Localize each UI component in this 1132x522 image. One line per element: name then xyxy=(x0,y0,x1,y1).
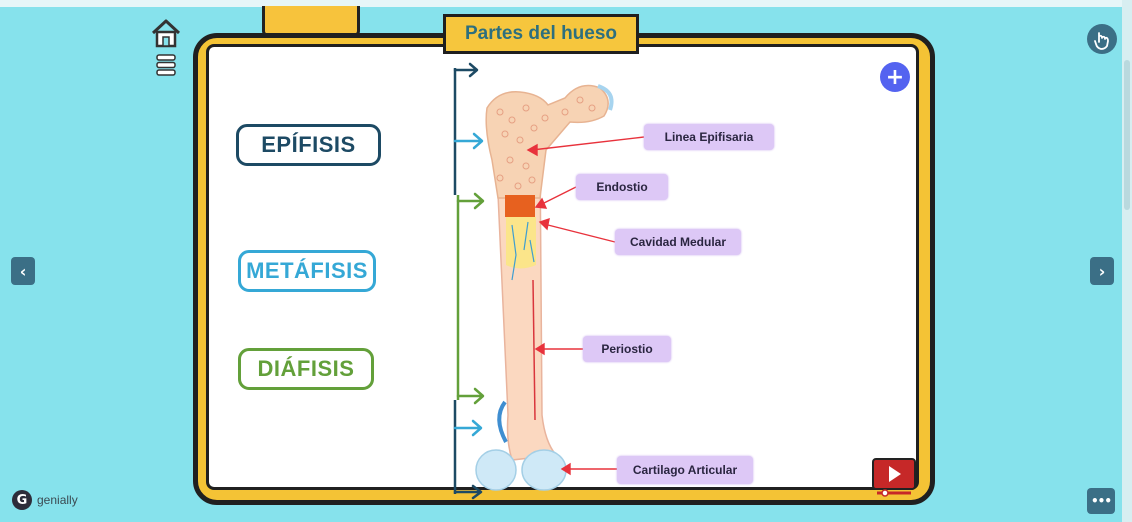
part-cartilago-articular[interactable]: Cartilago Articular xyxy=(617,456,753,484)
part-endostio[interactable]: Endostio xyxy=(576,174,668,200)
distal-cartilage-arc xyxy=(499,402,506,442)
previous-page-button[interactable]: ‹ xyxy=(11,257,35,285)
part-linea-epifisaria[interactable]: Linea Epifisaria xyxy=(644,124,774,150)
endostio-region xyxy=(505,195,535,217)
distal-condyle-left xyxy=(476,450,516,490)
more-options-button[interactable]: ••• xyxy=(1087,488,1115,514)
genially-logo-mark: G xyxy=(12,490,32,510)
genially-logo[interactable]: G genially xyxy=(12,490,78,510)
distal-condyle-right xyxy=(522,450,566,490)
add-info-button[interactable]: + xyxy=(880,62,910,92)
part-cavidad-medular[interactable]: Cavidad Medular xyxy=(615,229,741,255)
hand-touch-glyph xyxy=(1087,24,1117,54)
next-page-button[interactable]: › xyxy=(1090,257,1114,285)
medullary-cavity xyxy=(506,217,536,269)
genially-logo-text: genially xyxy=(37,493,78,507)
hand-touch-icon[interactable] xyxy=(1087,24,1117,54)
part-periostio[interactable]: Periostio xyxy=(583,336,671,362)
video-play-icon[interactable] xyxy=(871,457,917,497)
